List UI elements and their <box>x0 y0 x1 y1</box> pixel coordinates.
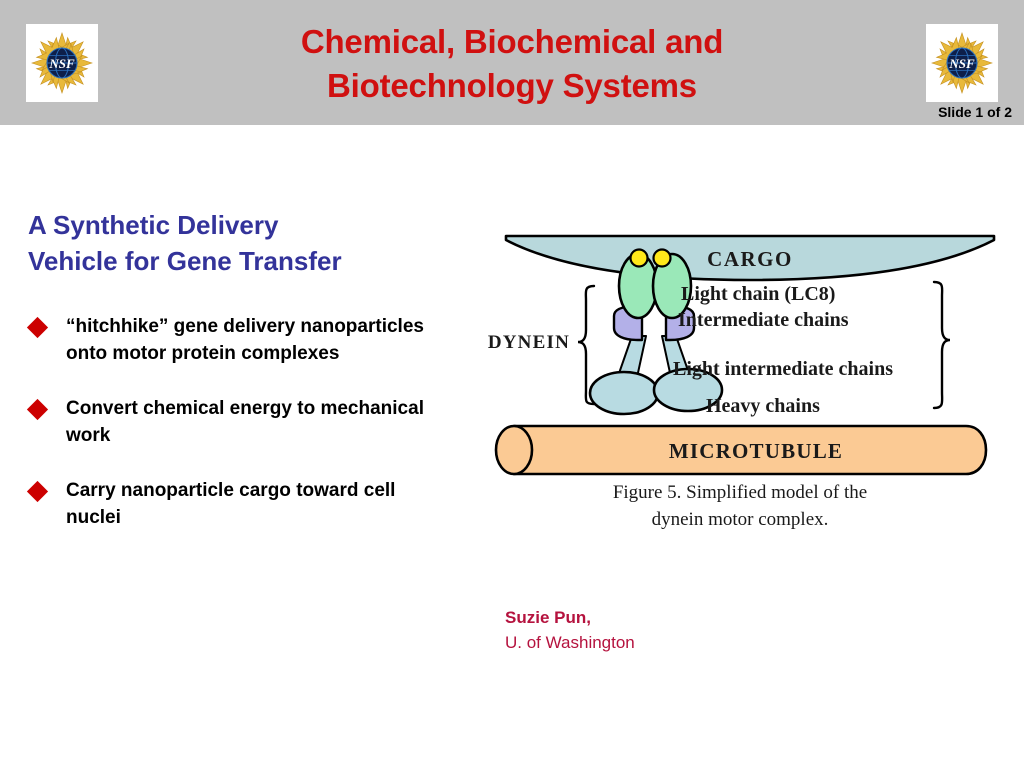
list-item-label: Carry nanoparticle cargo toward cell nuc… <box>66 479 396 528</box>
section-subheading: A Synthetic Delivery Vehicle for Gene Tr… <box>28 208 428 280</box>
attribution: Suzie Pun, U. of Washington <box>505 606 635 655</box>
dynein-left-brace <box>577 284 596 406</box>
figure-caption-line-1: Figure 5. Simplified model of the <box>612 482 868 503</box>
chains-right-brace <box>932 280 951 410</box>
heavy-chain-head-right <box>652 367 724 413</box>
page-title: Chemical, Biochemical and Biotechnology … <box>150 20 874 107</box>
slide-counter: Slide 1 of 2 <box>938 104 1012 120</box>
annotation-light-chain: Light chain (LC8) <box>681 283 835 305</box>
light-chain-lc8-left <box>629 248 649 268</box>
intermediate-chain-right <box>651 252 693 320</box>
dynein-diagram-svg: CARGO DYNEIN Light chain (LC8) Intermedi… <box>488 234 996 476</box>
nsf-seal-icon: NSF <box>931 32 993 94</box>
nsf-logo-left: NSF <box>26 24 98 102</box>
list-item: “hitchhike” gene delivery nanoparticles … <box>26 314 428 368</box>
list-item-label: “hitchhike” gene delivery nanoparticles … <box>66 315 424 364</box>
header-band <box>0 0 1024 125</box>
page-title-line-2: Biotechnology Systems <box>327 66 697 104</box>
light-chain-lc8-right <box>652 248 672 268</box>
diamond-bullet-icon <box>26 480 49 502</box>
svg-text:NSF: NSF <box>948 56 975 71</box>
attribution-affiliation: U. of Washington <box>505 632 635 652</box>
section-subheading-line-2: Vehicle for Gene Transfer <box>28 245 342 276</box>
list-item-label: Convert chemical energy to mechanical wo… <box>66 397 424 446</box>
page-title-line-1: Chemical, Biochemical and <box>300 23 724 60</box>
dynein-label: DYNEIN <box>488 332 570 353</box>
microtubule-end-cap <box>494 424 534 476</box>
microtubule-body <box>512 424 988 476</box>
nsf-logo-right: NSF <box>926 24 998 102</box>
section-subheading-line-1: A Synthetic Delivery <box>28 210 279 240</box>
diamond-bullet-icon <box>26 398 49 420</box>
annotation-heavy-chains: Heavy chains <box>706 395 820 417</box>
figure-caption: Figure 5. Simplified model of the dynein… <box>490 480 990 534</box>
attribution-person: Suzie Pun, <box>505 608 591 627</box>
figure-caption-line-2: dynein motor complex. <box>651 508 829 530</box>
diamond-bullet-icon <box>26 316 49 338</box>
content-left-column: A Synthetic Delivery Vehicle for Gene Tr… <box>26 208 428 532</box>
svg-text:NSF: NSF <box>48 56 75 71</box>
list-item: Carry nanoparticle cargo toward cell nuc… <box>26 478 428 532</box>
list-item: Convert chemical energy to mechanical wo… <box>26 396 428 450</box>
nsf-seal-icon: NSF <box>31 32 93 94</box>
heavy-chain-head-left <box>588 370 660 416</box>
microtubule-label: MICROTUBULE <box>669 439 843 463</box>
cargo-label: CARGO <box>707 247 793 271</box>
annotation-intermediate-chains: Intermediate chains <box>678 309 849 331</box>
annotation-light-intermediate-chains: Light intermediate chains <box>673 358 893 380</box>
bullet-list: “hitchhike” gene delivery nanoparticles … <box>26 314 428 532</box>
dynein-diagram: CARGO DYNEIN Light chain (LC8) Intermedi… <box>466 230 1014 535</box>
